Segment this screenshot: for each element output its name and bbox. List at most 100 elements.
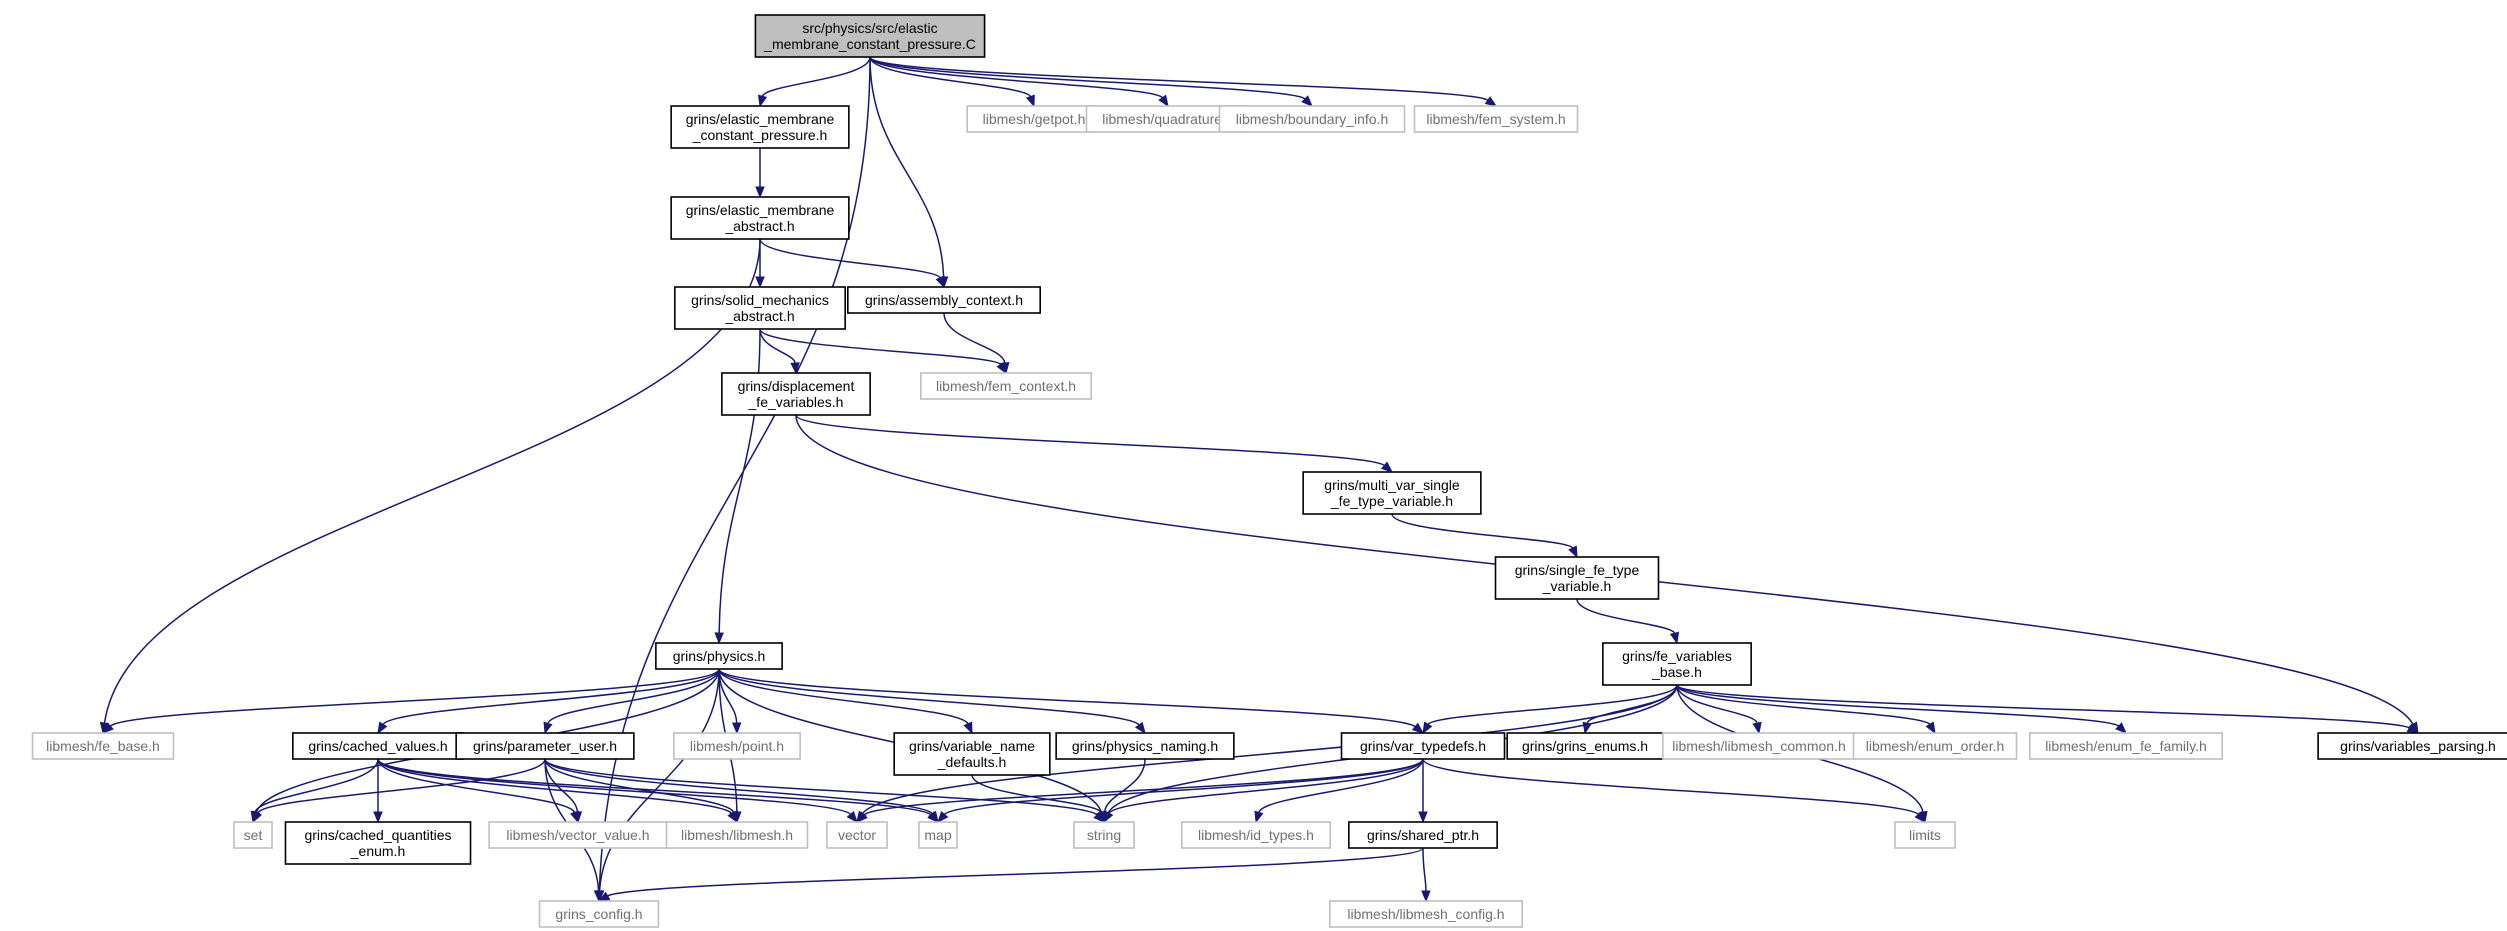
node-box bbox=[670, 105, 850, 149]
node-label: _abstract.h bbox=[724, 308, 794, 324]
node-box bbox=[1348, 821, 1498, 849]
node-label: grins/multi_var_single bbox=[1324, 477, 1460, 493]
node-box bbox=[1852, 732, 2018, 760]
edge-physics-to-vnd bbox=[718, 668, 973, 735]
edge-cached-values-to-vector bbox=[377, 758, 858, 824]
edge-line bbox=[1676, 684, 2120, 727]
node-label: grins/shared_ptr.h bbox=[1367, 827, 1479, 843]
edge-line bbox=[795, 414, 1385, 467]
arrowhead-icon bbox=[928, 810, 939, 824]
edge-line bbox=[863, 758, 1424, 816]
node-label: grins/variable_name bbox=[909, 738, 1035, 754]
node-vnd[interactable]: grins/variable_name_defaults.h bbox=[893, 732, 1051, 776]
edge-fvb-to-libmesh-common bbox=[1676, 684, 1762, 735]
node-label: grins/variables_parsing.h bbox=[2340, 738, 2496, 754]
node-box bbox=[2317, 732, 2507, 760]
node-parameter-user[interactable]: grins/parameter_user.h bbox=[455, 732, 635, 760]
arrowhead-icon bbox=[1421, 890, 1431, 903]
node-fe-base: libmesh/fe_base.h bbox=[31, 732, 175, 760]
edge-fvb-to-var-typedefs bbox=[1422, 684, 1678, 735]
node-shared-ptr[interactable]: grins/shared_ptr.h bbox=[1348, 821, 1498, 849]
node-dfv[interactable]: grins/displacement_fe_variables.h bbox=[721, 372, 871, 416]
node-label: libmesh/fem_context.h bbox=[936, 378, 1076, 394]
node-box bbox=[1181, 821, 1331, 849]
node-label: libmesh/point.h bbox=[690, 738, 784, 754]
node-label: map bbox=[924, 827, 951, 843]
node-box bbox=[455, 732, 635, 760]
node-vector-value: libmesh/vector_value.h bbox=[488, 821, 668, 849]
node-root[interactable]: src/physics/src/elastic_membrane_constan… bbox=[754, 14, 986, 58]
edge-cached-values-to-cqe bbox=[373, 758, 383, 824]
node-label: limits bbox=[1909, 827, 1941, 843]
node-cached-values[interactable]: grins/cached_values.h bbox=[292, 732, 464, 760]
edge-parameter-user-to-libmesh bbox=[544, 758, 739, 824]
arrowhead-icon bbox=[937, 810, 949, 824]
edge-line bbox=[1108, 758, 1424, 814]
edge-line bbox=[377, 758, 852, 815]
node-label: _abstract.h bbox=[724, 218, 794, 234]
node-variables-parsing[interactable]: grins/variables_parsing.h bbox=[2317, 732, 2507, 760]
edge-var-typedefs-to-shared-ptr bbox=[1418, 759, 1428, 824]
edge-cached-values-to-set bbox=[250, 758, 379, 824]
edge-line bbox=[943, 312, 1006, 364]
edge-physics-to-fe-base bbox=[102, 668, 720, 734]
node-box bbox=[284, 821, 472, 865]
node-label: grins/cached_quantities bbox=[304, 827, 451, 843]
node-label: _enum.h bbox=[350, 843, 405, 859]
node-sma[interactable]: grins/solid_mechanics_abstract.h bbox=[674, 286, 846, 330]
node-label: _fe_type_variable.h bbox=[1330, 493, 1453, 509]
arrowhead-icon bbox=[1669, 631, 1680, 645]
node-box bbox=[31, 732, 175, 760]
node-libmesh-common: libmesh/libmesh_common.h bbox=[1662, 732, 1857, 760]
node-fvb[interactable]: grins/fe_variables_base.h bbox=[1602, 642, 1752, 686]
edge-line bbox=[869, 56, 1489, 101]
node-box bbox=[754, 14, 986, 58]
edge-root-to-emcp bbox=[757, 56, 871, 108]
edge-sma-to-dfv bbox=[759, 328, 800, 375]
node-ema[interactable]: grins/elastic_membrane_abstract.h bbox=[670, 196, 850, 240]
node-sft[interactable]: grins/single_fe_type_variable.h bbox=[1494, 556, 1660, 600]
node-label: libmesh/libmesh_common.h bbox=[1672, 738, 1846, 754]
node-label: libmesh/enum_fe_family.h bbox=[2045, 738, 2207, 754]
arrowhead-icon bbox=[963, 721, 973, 735]
node-box bbox=[1055, 732, 1235, 760]
edge-line bbox=[377, 758, 932, 816]
node-grins-enums[interactable]: grins/grins_enums.h bbox=[1506, 732, 1664, 760]
node-map: map bbox=[918, 821, 958, 849]
node-box bbox=[665, 821, 809, 849]
node-point: libmesh/point.h bbox=[673, 732, 801, 760]
node-physics-naming[interactable]: grins/physics_naming.h bbox=[1055, 732, 1235, 760]
node-label: libmesh/enum_order.h bbox=[1866, 738, 2005, 754]
node-label: grins/parameter_user.h bbox=[473, 738, 617, 754]
node-box bbox=[721, 372, 871, 416]
edge-root-to-grins-config bbox=[594, 56, 871, 903]
node-emcp[interactable]: grins/elastic_membrane_constant_pressure… bbox=[670, 105, 850, 149]
node-cqe[interactable]: grins/cached_quantities_enum.h bbox=[284, 821, 472, 865]
node-getpot: libmesh/getpot.h bbox=[966, 105, 1102, 133]
arrowhead-icon bbox=[1925, 721, 1936, 735]
arrowhead-icon bbox=[1380, 461, 1394, 473]
node-assembly[interactable]: grins/assembly_context.h bbox=[846, 286, 1041, 314]
edge-line bbox=[1422, 847, 1427, 892]
arrowhead-icon bbox=[1568, 545, 1578, 559]
arrowhead-icon bbox=[1025, 94, 1035, 108]
edge-line bbox=[607, 847, 1424, 897]
arrowhead-icon bbox=[731, 722, 742, 735]
node-box bbox=[1218, 105, 1406, 133]
edge-line bbox=[544, 758, 1098, 816]
edge-line bbox=[759, 328, 1002, 366]
node-var-typedefs[interactable]: grins/var_typedefs.h bbox=[1340, 732, 1506, 760]
edge-physics-to-cached-values bbox=[377, 668, 720, 735]
node-label: grins/grins_enums.h bbox=[1522, 738, 1648, 754]
edge-line bbox=[377, 758, 576, 814]
edge-root-to-quadrature bbox=[869, 56, 1169, 108]
edge-parameter-user-to-map bbox=[544, 758, 939, 824]
arrowhead-icon bbox=[757, 94, 768, 108]
node-fem-context: libmesh/fem_context.h bbox=[920, 372, 1092, 400]
edge-line bbox=[759, 238, 941, 279]
node-mvsf[interactable]: grins/multi_var_single_fe_type_variable.… bbox=[1302, 471, 1482, 515]
node-label: grins_config.h bbox=[555, 906, 642, 922]
node-label: grins/physics.h bbox=[673, 648, 766, 664]
node-physics[interactable]: grins/physics.h bbox=[655, 642, 783, 670]
node-box bbox=[673, 732, 801, 760]
